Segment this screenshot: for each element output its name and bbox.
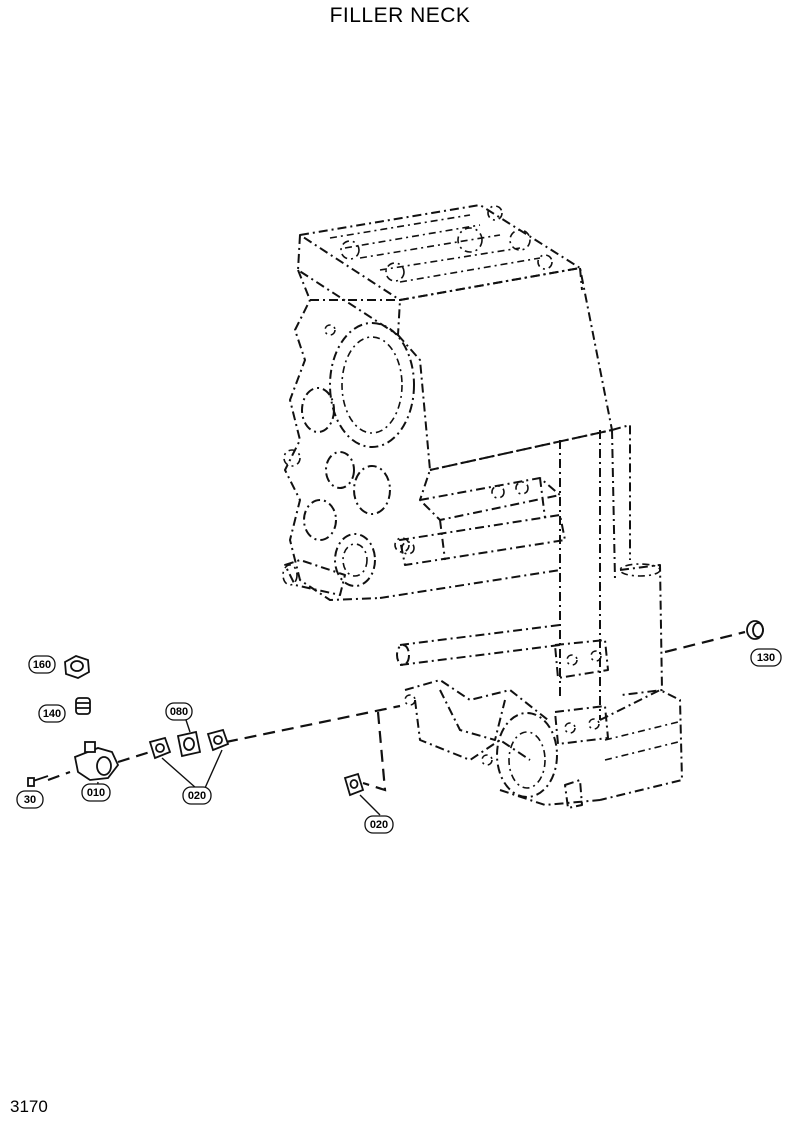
- callout-label: 010: [87, 787, 105, 799]
- callout-080: 080: [165, 702, 193, 721]
- part-130-plug: [746, 620, 764, 640]
- callout-label: 30: [24, 794, 36, 806]
- part-020-gasket-left: [148, 736, 172, 760]
- callout-160: 160: [28, 655, 56, 674]
- callout-130: 130: [750, 648, 782, 667]
- page-number: 3170: [10, 1097, 48, 1116]
- callout-label: 020: [370, 819, 388, 831]
- callout-label: 020: [188, 790, 206, 802]
- callout-label: 080: [170, 706, 188, 718]
- callout-label: 130: [757, 652, 775, 664]
- part-160-nut: [64, 655, 90, 679]
- callout-label: 160: [33, 659, 51, 671]
- part-020-gasket-middle: [206, 728, 230, 752]
- assembly-leader-lines: [47, 630, 746, 792]
- callout-020-lower: 020: [364, 815, 394, 834]
- part-080-cover: [176, 730, 202, 758]
- callout-connectors: [96, 719, 381, 816]
- part-30-bolt: [27, 775, 49, 787]
- callout-140: 140: [38, 704, 66, 723]
- part-140-plug: [75, 697, 91, 715]
- callout-020-upper: 020: [182, 786, 212, 805]
- page-title: FILLER NECK: [329, 4, 471, 27]
- transmission-housing: [282, 204, 683, 809]
- callout-010: 010: [81, 783, 111, 802]
- part-010-filler-neck: [73, 741, 120, 781]
- callout-label: 140: [43, 708, 61, 720]
- callout-30: 30: [16, 790, 44, 809]
- part-020-gasket-lower: [343, 772, 365, 797]
